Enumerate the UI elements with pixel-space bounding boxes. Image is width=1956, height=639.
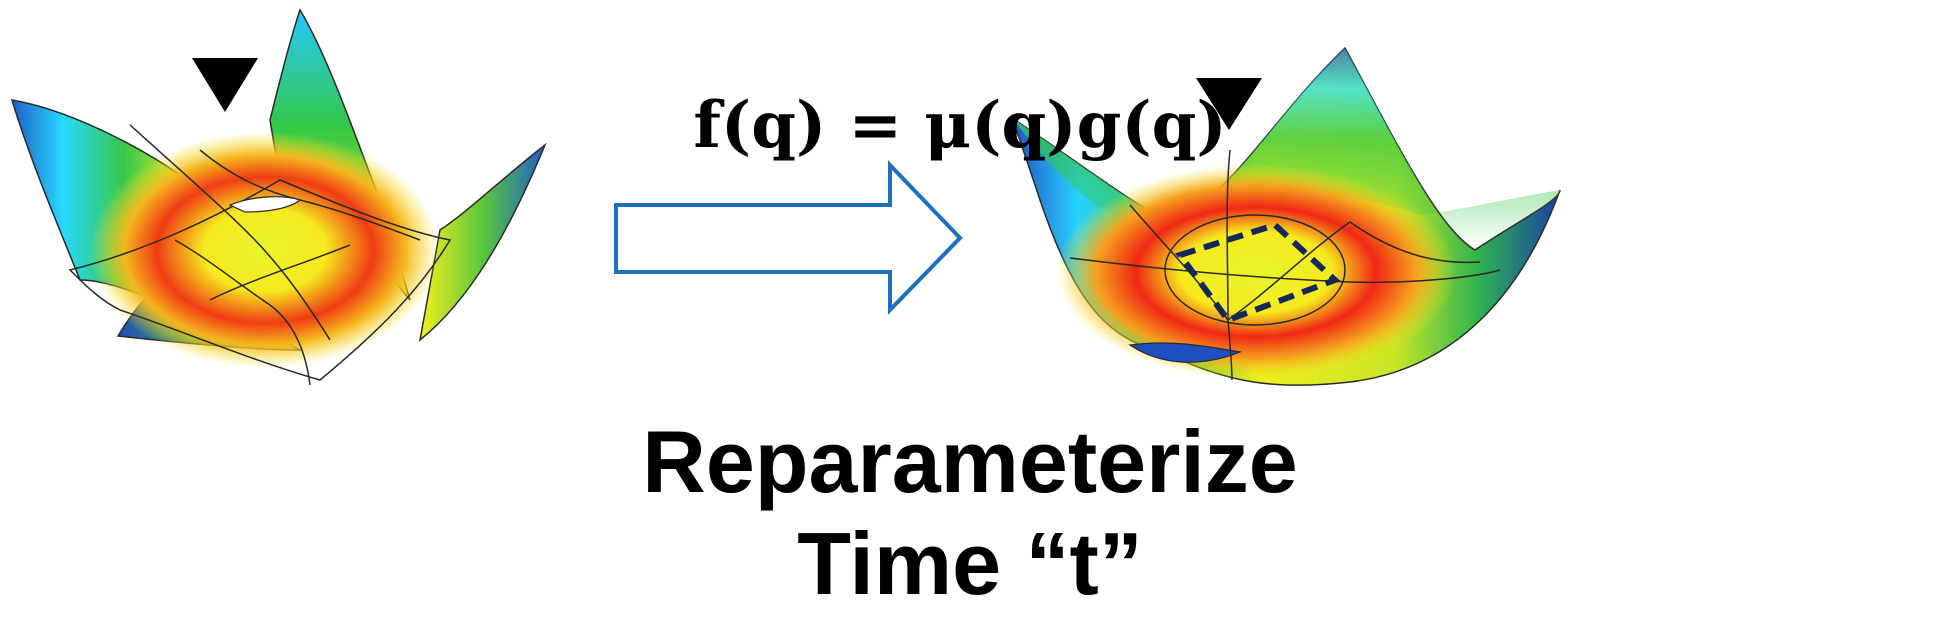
right-periodic-cycle xyxy=(1175,221,1341,324)
left-grid-line-4 xyxy=(209,244,351,301)
right-bowl-top-shading xyxy=(1012,48,1560,250)
caption-line-1: Reparameterize xyxy=(642,412,1298,511)
right-bowl-front xyxy=(1128,342,1243,363)
transform-arrow xyxy=(614,160,963,315)
right-density-ring xyxy=(1056,164,1456,380)
right-marker xyxy=(1196,78,1262,130)
right-grid-line-2 xyxy=(1226,149,1233,381)
caption-line-2: Time “t” xyxy=(797,514,1143,613)
left-surface xyxy=(10,8,547,386)
right-surface xyxy=(1010,46,1561,386)
right-level-set xyxy=(1164,214,1346,326)
reparameterization-equation: f(q) = μ(q)g(q) xyxy=(693,88,1227,163)
left-sheet-fold xyxy=(228,196,302,213)
right-grid-line-3 xyxy=(1129,204,1351,322)
left-sheet-right-wing xyxy=(418,142,547,342)
left-grid-line-3 xyxy=(174,239,311,386)
left-grid-line-1 xyxy=(129,124,331,341)
right-grid-line-4 xyxy=(1349,221,1481,264)
left-marker xyxy=(192,58,258,112)
